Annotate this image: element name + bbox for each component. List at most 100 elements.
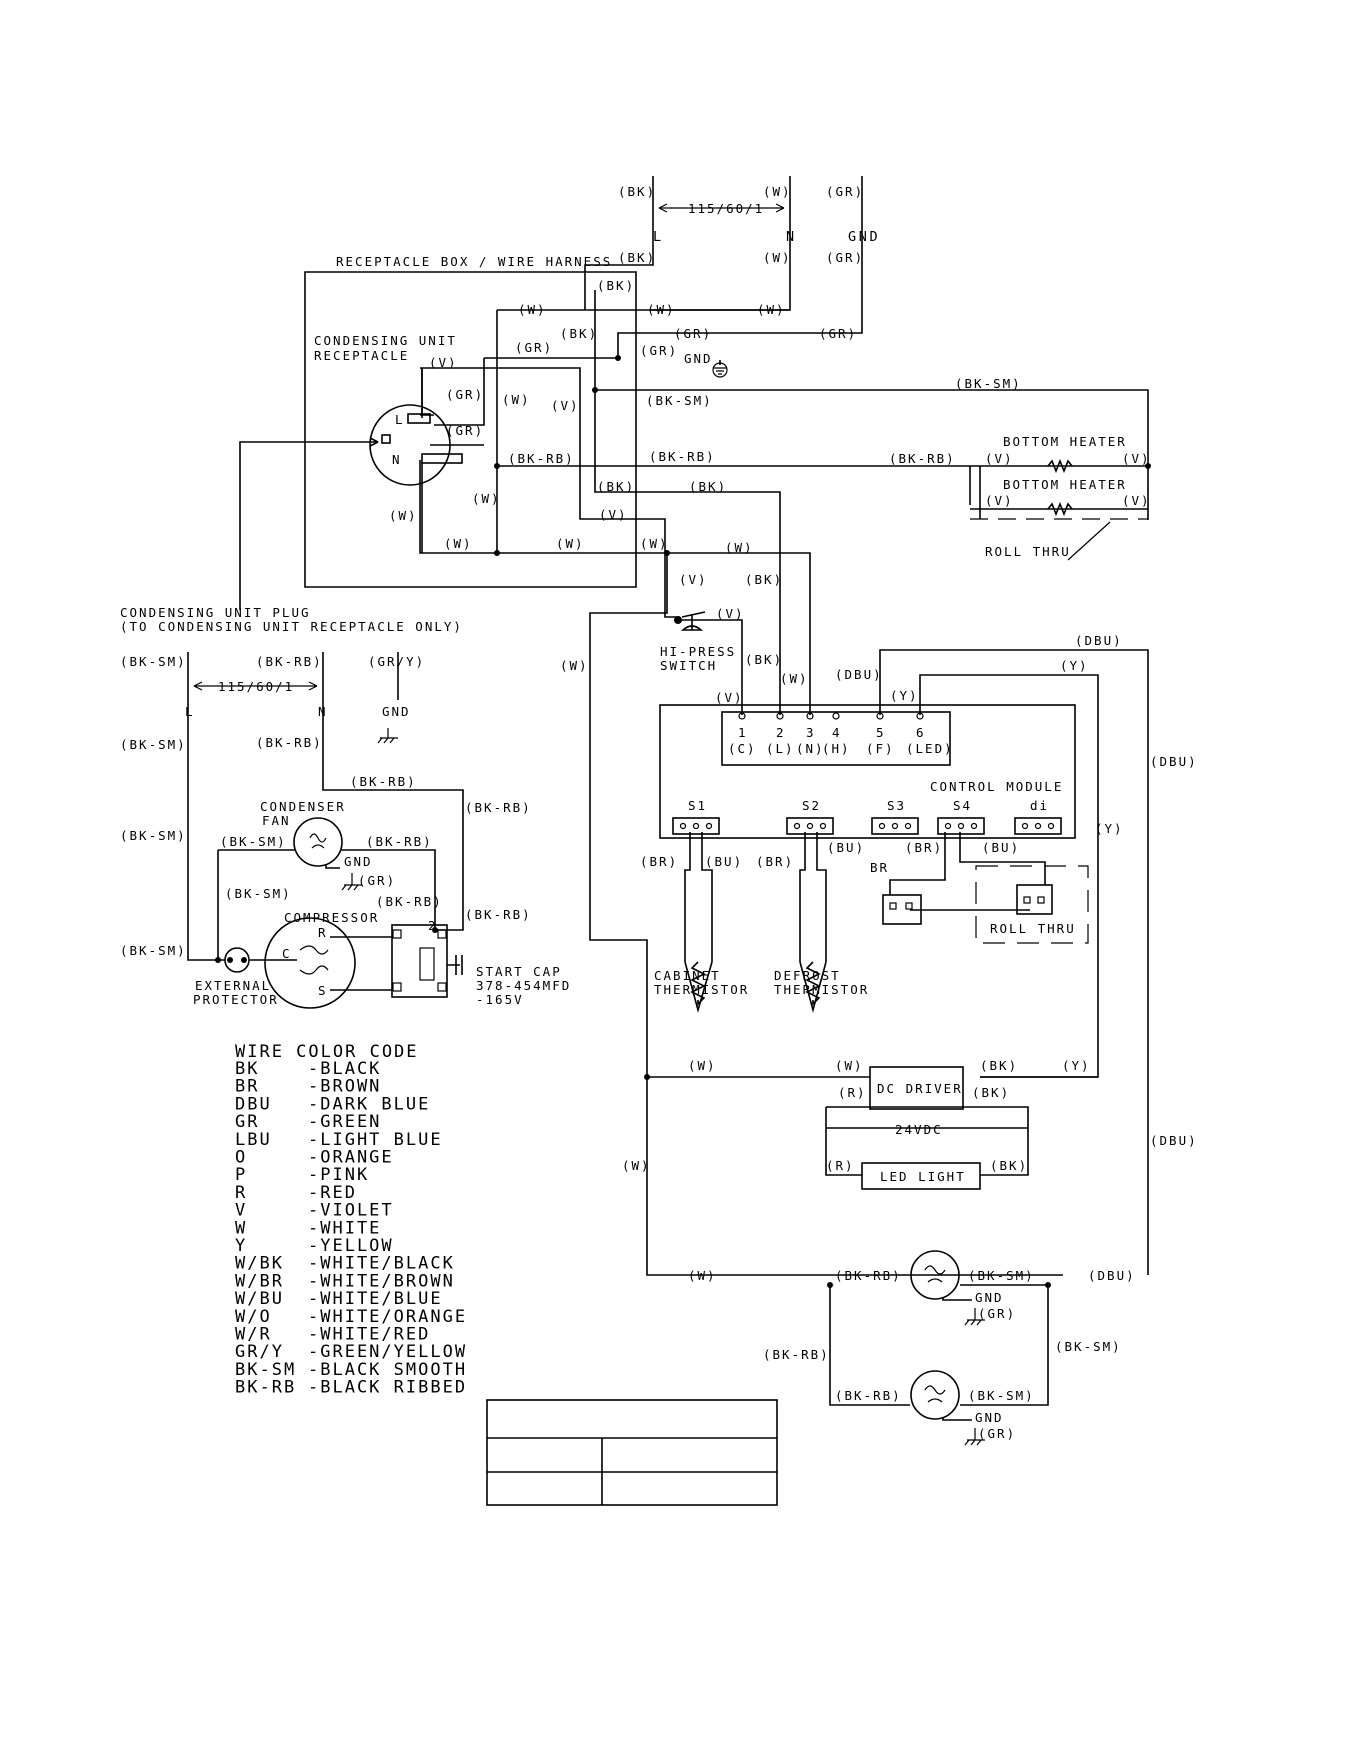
wire-label: (BK) <box>597 479 635 494</box>
supply-l: L <box>653 229 664 245</box>
wire-label: (V) <box>1122 493 1151 508</box>
legend-code: W/BU <box>235 1289 284 1309</box>
wire-label: (W) <box>757 302 786 317</box>
bottom-heater-label-2: BOTTOM HEATER <box>1003 477 1127 492</box>
wire-label: (V) <box>429 355 458 370</box>
supply-n: N <box>786 229 797 245</box>
ground-icon <box>964 1428 985 1446</box>
socket-pin <box>806 822 814 830</box>
socket-pin <box>1047 822 1055 830</box>
socket-s4-connector <box>937 817 985 835</box>
wire-label: (Y) <box>890 688 919 703</box>
wire-label: (GR) <box>674 326 712 341</box>
protector-label-1: EXTERNAL <box>195 978 271 993</box>
receptacle-l: L <box>395 412 405 427</box>
ground-label: GND <box>684 351 713 366</box>
s4-connectors: BR ROLL THRU <box>870 860 1089 944</box>
plug-n: N <box>318 704 328 719</box>
compressor-s: S <box>318 983 328 998</box>
wire-label: (GR) <box>819 326 857 341</box>
wire-label: (BK-SM) <box>120 828 187 843</box>
wire-label: (V) <box>985 451 1014 466</box>
socket-label: S4 <box>953 798 972 813</box>
socket-label: di <box>1030 798 1049 813</box>
wire-label: (BK-RB) <box>649 449 716 464</box>
wire-label: (BK-RB) <box>465 800 532 815</box>
module-pin-2-terminal <box>776 712 784 720</box>
socket-pin <box>878 822 886 830</box>
control-module-title: CONTROL MODULE <box>930 779 1063 794</box>
thermistors: CABINET THERMISTOR DEFROST THERMISTOR <box>654 961 867 1014</box>
legend-name: -WHITE/BROWN <box>308 1271 455 1291</box>
socket-pin <box>1034 822 1042 830</box>
wire-color-legend: WIRE COLOR CODE BK-BLACKBR-BROWNDBU-DARK… <box>235 1042 465 1398</box>
supply-voltage: 115/60/1 <box>688 201 764 216</box>
wire-label: (BK-RB) <box>256 654 323 669</box>
socket-label: S3 <box>887 798 906 813</box>
module-pin-number: 6 <box>916 725 926 740</box>
wire-label: (BK-SM) <box>968 1388 1035 1403</box>
ground-icon <box>964 1308 985 1326</box>
wire-label: (BK-RB) <box>835 1268 902 1283</box>
wire-label: (BK) <box>980 1058 1018 1073</box>
module-pin-6-terminal <box>916 712 924 720</box>
wire-label: (W) <box>560 658 589 673</box>
wire-label: (BK) <box>972 1085 1010 1100</box>
legend-name: -BLACK <box>308 1059 381 1079</box>
wire-label: (GR) <box>446 387 484 402</box>
wire-label: (BR) <box>640 854 678 869</box>
wire-label: (GR) <box>358 873 396 888</box>
condenser-fan-label-2: FAN <box>262 813 291 828</box>
module-pin-1-terminal <box>738 712 746 720</box>
legend-name: -WHITE/RED <box>308 1325 430 1345</box>
ground-icon <box>377 728 398 744</box>
wire-label: (GR) <box>978 1426 1016 1441</box>
condenser-fan-label-1: CONDENSER <box>260 799 346 814</box>
wire-label: (W) <box>518 302 547 317</box>
socket-pin <box>904 822 912 830</box>
wire-label: (BK-SM) <box>968 1268 1035 1283</box>
wire-label: (GR) <box>978 1306 1016 1321</box>
wire-label: (DBU) <box>1088 1268 1136 1283</box>
wire-label: (BK-SM) <box>646 393 713 408</box>
control-module: 1(C)2(L)3(N)4(H)5(F)6(LED) CONTROL MODUL… <box>640 704 1076 869</box>
supply-labels: (BK) (W) (GR) 115/60/1 L N GND RECEPTACL… <box>336 184 878 269</box>
module-pin-number: 3 <box>806 725 816 740</box>
led-light-label: LED LIGHT <box>880 1169 966 1184</box>
receptacle-n-slot <box>421 453 463 464</box>
wire-label: (W) <box>389 508 418 523</box>
wire-label: (GR) <box>515 340 553 355</box>
socket-pin <box>957 822 965 830</box>
socket-pin <box>970 822 978 830</box>
plug-title-2: (TO CONDENSING UNIT RECEPTACLE ONLY) <box>120 619 463 634</box>
wire-label: (BK) <box>745 652 783 667</box>
wire-label: (R) <box>826 1158 855 1173</box>
legend-code: W/BR <box>235 1271 284 1291</box>
dc-driver-label: DC DRIVER <box>877 1081 963 1096</box>
module-pins: 1(C)2(L)3(N)4(H)5(F)6(LED) <box>728 712 952 756</box>
wire-label: (GR) <box>446 423 484 438</box>
wire-label: (V) <box>599 507 628 522</box>
protector-label-2: PROTECTOR <box>193 992 279 1007</box>
socket-di-connector <box>1014 817 1062 835</box>
compressor-assembly: CONDENSER FAN (BK-SM) (BK-RB) GND (GR) (… <box>193 799 569 1009</box>
vdc-label: 24VDC <box>895 1122 943 1137</box>
legend-name: -YELLOW <box>308 1236 394 1256</box>
legend-name: -LIGHT BLUE <box>308 1130 443 1150</box>
wire-label: (R) <box>838 1085 867 1100</box>
wire-label: (W) <box>472 491 501 506</box>
legend-name: -BROWN <box>308 1077 381 1097</box>
legend-name: -DARK BLUE <box>308 1094 430 1114</box>
legend-title: WIRE COLOR CODE <box>235 1042 419 1062</box>
cabinet-thermistor-label-1: CABINET <box>654 968 721 983</box>
chassis-ground-icon <box>712 362 728 378</box>
switch-label-2: SWITCH <box>660 658 717 673</box>
compressor-c: C <box>282 946 292 961</box>
defrost-thermistor-label-1: DEFROST <box>774 968 841 983</box>
socket-label: S2 <box>802 798 821 813</box>
legend-name: -WHITE/BLUE <box>308 1289 443 1309</box>
legend-code: LBU <box>235 1130 272 1150</box>
module-pin-label: (L) <box>766 741 795 756</box>
wire-label: (GR) <box>640 343 678 358</box>
